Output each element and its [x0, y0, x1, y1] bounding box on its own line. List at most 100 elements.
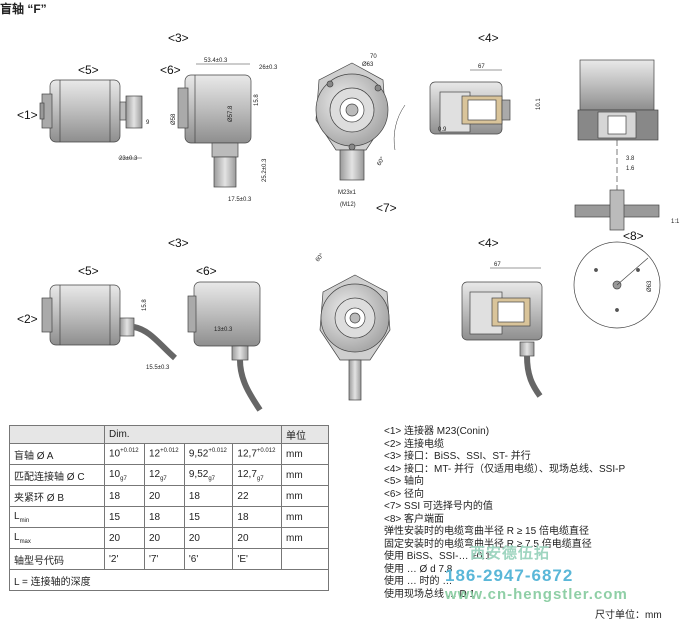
spec-table-header: Dim. 单位 [9, 425, 329, 444]
encoder-section-view-bottom [461, 281, 543, 398]
dim-9: 9 [146, 120, 150, 126]
cell-value: 10 [109, 448, 121, 460]
cell-value: 18 [143, 506, 185, 528]
cell-value: 15 [104, 506, 145, 528]
dim-13: 13±0.3 [214, 327, 233, 333]
cell-unit: mm [281, 443, 329, 465]
cell-fit: g7 [160, 475, 167, 482]
tag-6-top: <6> [160, 63, 181, 77]
watermark-url: www.cn-hengstler.com [445, 586, 628, 603]
table-row: 轴型号代码 '2' '7' '6' 'E' [9, 548, 329, 570]
cell-value: 18 [183, 485, 234, 507]
note-line: <2> 连接电缆 [384, 438, 445, 450]
cell-tolerance: +0.012 [120, 448, 139, 455]
cell-unit: mm [281, 485, 329, 507]
dim-m12: (M12) [340, 202, 356, 208]
watermark-company: 西安德伍拓 [470, 545, 551, 562]
header-blank [9, 425, 105, 444]
dim-67: 67 [478, 64, 485, 70]
dim-0-9: 0.9 [438, 127, 447, 133]
table-row: 盲轴 Ø A 10+0.012 12+0.012 9,52+0.012 12,7… [9, 443, 329, 465]
encoder-axial-cable-view [41, 284, 177, 361]
dim-scale: 1:1 [671, 219, 680, 225]
cell-value: 15 [183, 506, 234, 528]
note-line: <1> 连接器 M23(Conin) [384, 426, 490, 437]
cell-value: 'E' [232, 548, 282, 570]
dim-10-1: 10.1 [536, 98, 542, 110]
cell-unit [281, 548, 329, 570]
row-label-sub: min [19, 517, 30, 524]
row-label: L [14, 510, 20, 522]
cell-value: 12,7 [237, 448, 257, 460]
table-row: 夹紧环 Ø B 18 20 18 22 mm [9, 485, 329, 507]
note-line: <7> SSI 可选择号内的值 [384, 501, 493, 512]
cell-unit: mm [281, 464, 329, 486]
row-label: 盲轴 Ø A [9, 443, 105, 465]
cell-fit: g7 [256, 475, 264, 482]
table-footnote-row: L = 连接轴的深度 [9, 569, 329, 591]
note-line: 固定安装时的电缆弯曲半径 R ≥ 7.5 倍电缆直径 [384, 538, 592, 550]
note-line: <6> 径向 [384, 488, 425, 500]
cell-fit: g7 [208, 475, 216, 482]
row-label-sub: max [19, 538, 31, 545]
dim-3-8: 3.8 [626, 156, 635, 162]
dim-23: 23±0.3 [119, 156, 138, 162]
encoder-front-cable-view [319, 274, 391, 401]
dim-60-deg-bottom: 60° [315, 252, 326, 263]
dim-17-5: 17.5±0.3 [228, 197, 252, 203]
tag-5-bottom: <5> [78, 264, 99, 278]
tag-2: <2> [17, 312, 38, 326]
dim-53: 53.4±0.3 [204, 58, 228, 64]
note-line: <3> 接口：BiSS、SSI、ST- 并行 [384, 451, 531, 462]
dim-m23: M23x1 [338, 190, 357, 196]
cell-tolerance: +0.012 [160, 448, 179, 455]
note-line: 使用 … Ø d 7.8 [384, 563, 453, 575]
header-dim: Dim. [104, 425, 282, 444]
table-row: 匹配连接轴 Ø C 10g7 12g7 9,52g7 12,7g7 mm [9, 464, 329, 486]
note-line: 使用 BiSS、SSI-… ±0.1 [384, 551, 491, 562]
note-line: 弹性安装时的电缆弯曲半径 R ≥ 15 倍电缆直径 [384, 526, 589, 537]
unit-note: 尺寸单位：mm [595, 610, 662, 621]
dim-63: Ø63 [362, 62, 374, 68]
note-line: 使用 … 时的 … [384, 576, 453, 587]
notes-list: <1> 连接器 M23(Conin) <2> 连接电缆 <3> 接口：BiSS、… [384, 426, 684, 601]
cell-value: 22 [232, 485, 282, 507]
row-label: 夹紧环 Ø B [9, 485, 105, 507]
cell-value: 18 [104, 485, 145, 507]
cell-tolerance: +0.012 [256, 448, 276, 455]
cell-value: 9,52 [188, 448, 209, 460]
tag-4-top: <4> [478, 31, 499, 45]
tag-5-top: <5> [78, 63, 99, 77]
cell-value: 10 [109, 468, 121, 480]
encoder-cross-section-detail [574, 59, 660, 231]
note-line: <8> 客户端面 [384, 513, 445, 525]
dim-1-6: 1.6 [626, 166, 635, 172]
dim-57-8: Ø57.8 [228, 105, 234, 122]
cell-value: 9,52 [188, 468, 209, 480]
encoder-radial-cable-view [187, 281, 263, 412]
cell-value: '6' [183, 548, 234, 570]
spec-table: Dim. 单位 盲轴 Ø A 10+0.012 12+0.012 9,52+0.… [9, 425, 329, 591]
tag-7: <7> [376, 201, 397, 215]
dim-70: 70 [370, 54, 377, 60]
dim-25-2: 25.2±0.3 [262, 158, 268, 182]
note-line: <4> 接口：MT- 并行（仅适用电缆）、现场总线、SSI-P [384, 463, 626, 475]
cell-value: 20 [104, 527, 145, 549]
cell-fit: g7 [120, 475, 127, 482]
encoder-front-view [315, 62, 389, 181]
tag-6-bottom: <6> [196, 264, 217, 278]
cell-value: 20 [143, 485, 185, 507]
row-label: L [14, 531, 20, 543]
dim-58: Ø58 [171, 113, 177, 125]
watermark-phone: 186-2947-6872 [445, 566, 574, 585]
header-unit: 单位 [281, 425, 329, 444]
dim-67-bottom: 67 [494, 262, 501, 268]
dim-26: 26±0.3 [259, 65, 278, 71]
tag-4-bottom: <4> [478, 236, 499, 250]
row-label: 轴型号代码 [9, 548, 105, 570]
tag-8: <8> [623, 229, 644, 243]
cell-value: 20 [183, 527, 234, 549]
cell-value: 20 [143, 527, 185, 549]
cell-value: 18 [232, 506, 282, 528]
